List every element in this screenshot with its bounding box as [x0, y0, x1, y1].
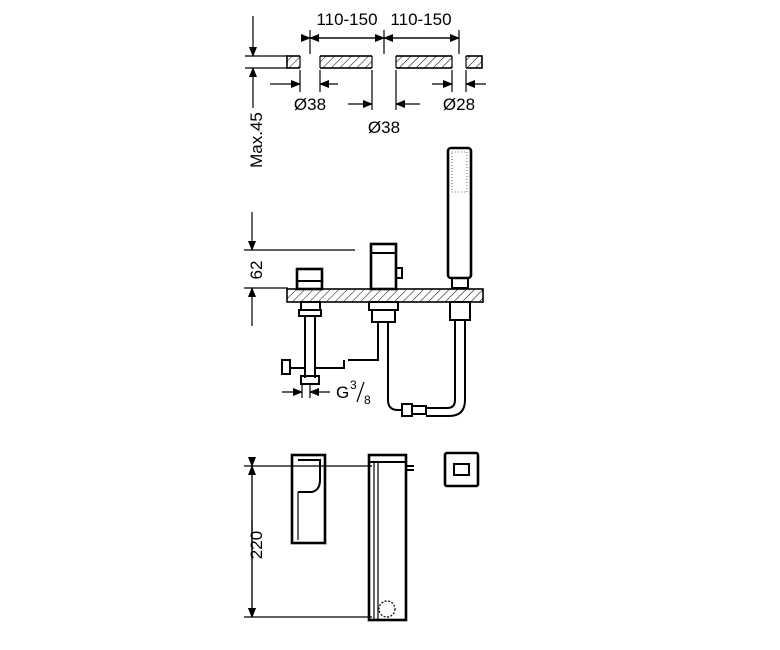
deck-plate-top-view [286, 30, 483, 110]
max-thickness-label: Max.45 [247, 112, 266, 168]
max-thickness-dimension: Max.45 [245, 16, 288, 168]
spacing-right-label: 110-150 [390, 10, 451, 29]
hole-dimension-center: Ø38 [348, 100, 420, 137]
diverter-valve [281, 267, 345, 385]
hole-dimension-left: Ø38 [270, 80, 338, 114]
spout-height-dimension: 220 [244, 457, 372, 618]
diverter-front-view [290, 453, 327, 545]
deck-slab-section [286, 288, 484, 303]
spout-height-label: 220 [247, 531, 266, 559]
hole-left-label: Ø38 [294, 95, 326, 114]
hole-dimension-right: Ø28 [432, 80, 486, 114]
connection-denominator-label: 8 [364, 393, 371, 407]
height-label: 62 [247, 261, 266, 280]
hand-shower-holder-top-view [443, 451, 480, 488]
hand-shower [426, 146, 473, 417]
spacing-dimension-left: 110-150 [301, 10, 385, 42]
connection-numerator-label: 3 [350, 378, 357, 392]
spout-front-view [367, 453, 414, 622]
spacing-dimension-right: 110-150 [383, 10, 460, 42]
hole-center-label: Ø38 [368, 118, 400, 137]
connection-main-label: G [336, 383, 349, 402]
height-dimension: 62 [244, 212, 355, 326]
connection-dimension: G 3 8 [282, 378, 371, 407]
spacing-left-label: 110-150 [316, 10, 377, 29]
mixer-body [348, 242, 427, 417]
hole-right-label: Ø28 [443, 95, 475, 114]
